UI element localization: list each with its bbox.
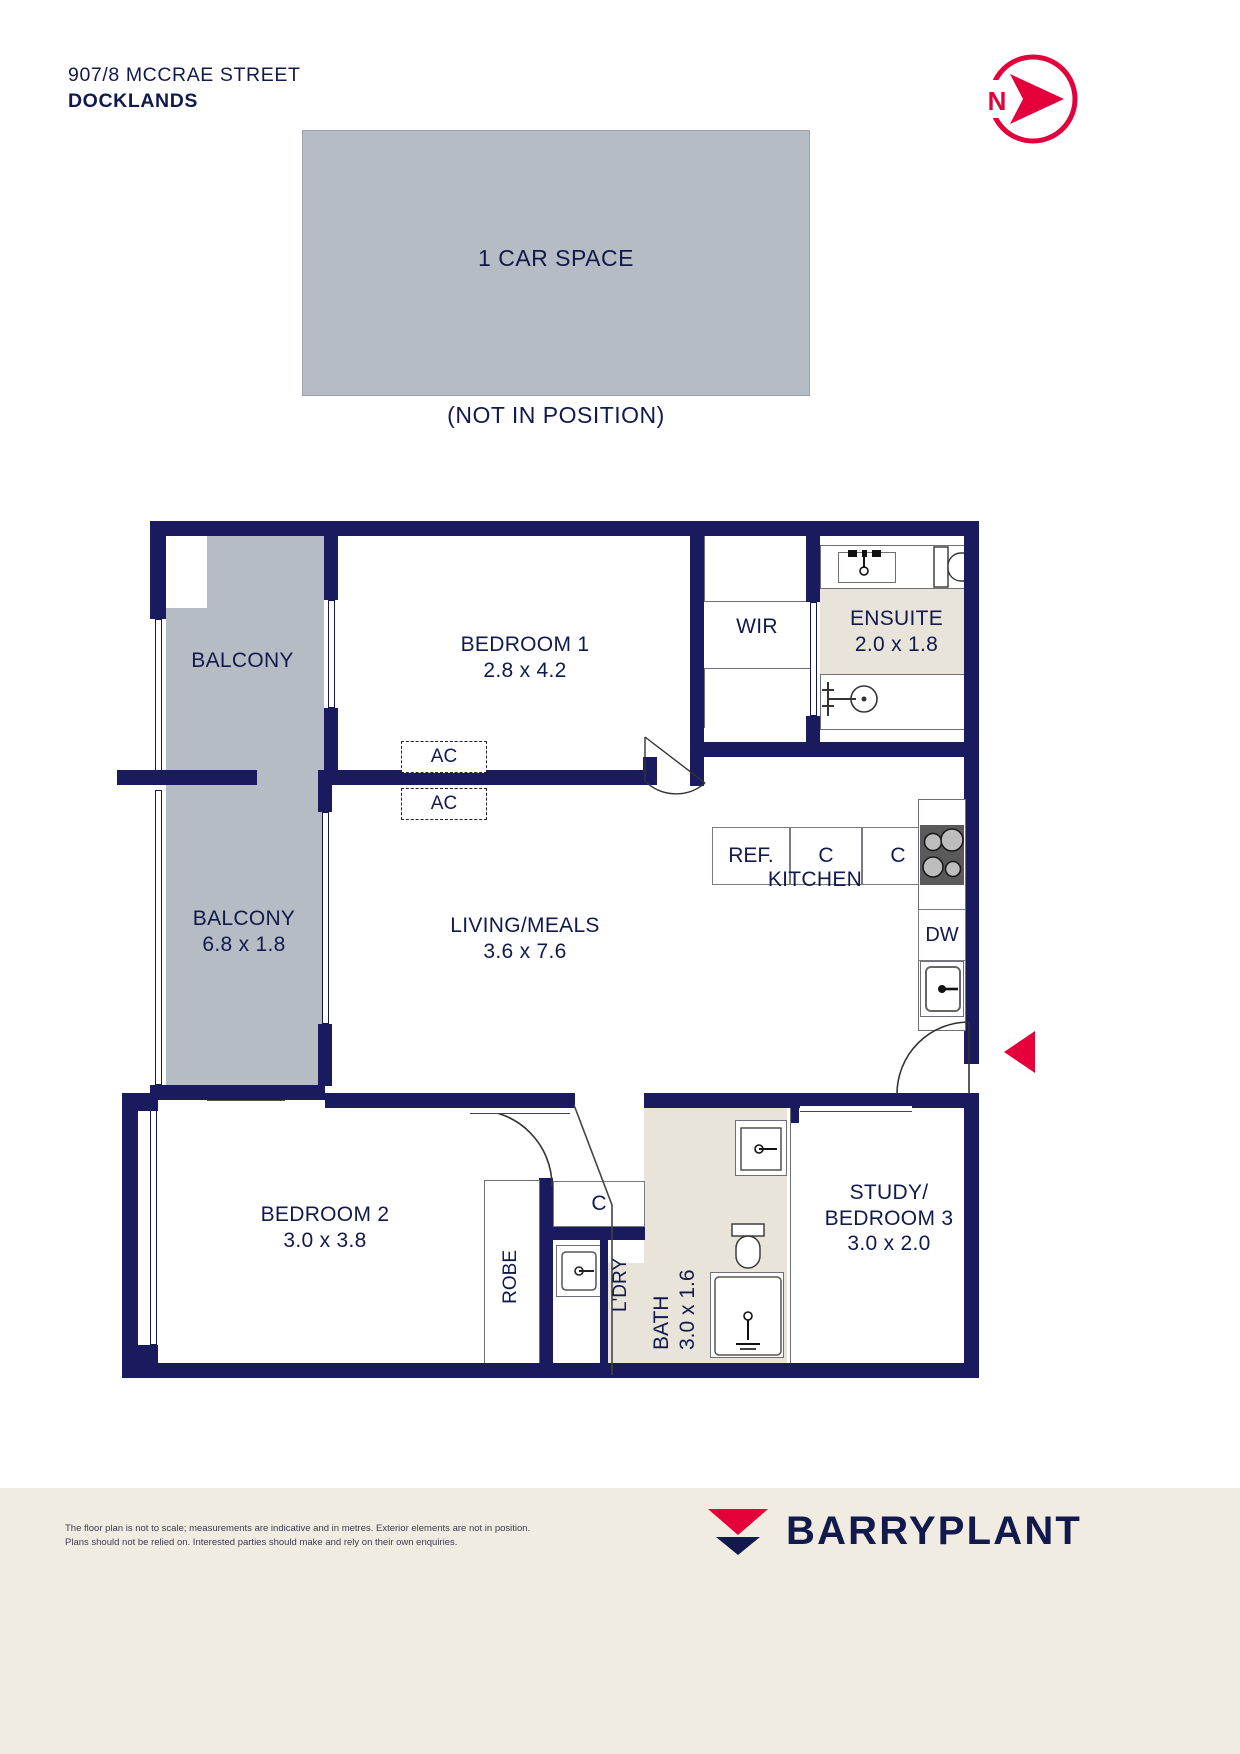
ac-unit-2: AC — [401, 788, 487, 820]
window-living-balcony — [322, 812, 329, 1024]
balcony-main-fill — [166, 778, 324, 1090]
cabinet-dishwasher: DW — [918, 909, 966, 961]
wall-exterior-left-lower — [122, 1093, 138, 1378]
wall-bedroom1-bottom — [318, 770, 643, 785]
wall-robe-right — [539, 1178, 553, 1363]
ac-unit-2-label: AC — [430, 793, 458, 814]
wall-living-balcony-bottom — [318, 1024, 332, 1086]
door-bedroom2-leaf[interactable] — [470, 1108, 570, 1114]
ensuite-basin — [838, 552, 896, 583]
compass-north-icon: N — [976, 44, 1086, 154]
wall-bedroom2-left-bot — [138, 1345, 158, 1363]
wall-balcony-divider — [117, 770, 257, 785]
cabinet-fridge: REF. — [712, 827, 790, 885]
cabinet-c2-label: C — [890, 844, 906, 867]
cabinet-c1-label: C — [818, 844, 834, 867]
cabinet-c1: C — [790, 827, 862, 885]
cabinet-c-label: C — [591, 1192, 607, 1215]
kitchen-sink-icon — [925, 966, 961, 1012]
wall-bedroom1-right — [690, 536, 704, 668]
wall-bedroom1-balcony — [324, 536, 338, 600]
car-space-label: 1 CAR SPACE — [478, 245, 634, 271]
ensuite-bath-tap-icon — [822, 682, 878, 716]
balcony-top-fill — [207, 533, 324, 778]
room-label-ensuite: ENSUITE 2.0 x 1.8 — [849, 607, 944, 656]
cooktop-icon — [920, 825, 964, 885]
robe-shelf — [484, 1180, 540, 1363]
bath-basin-icon — [740, 1127, 782, 1171]
entry-arrow-icon — [1004, 1031, 1035, 1073]
window-balcony-left-upper — [155, 619, 162, 774]
wall-exterior-left-upper — [150, 521, 166, 619]
room-label-balcony-main: BALCONY 6.8 x 1.8 — [192, 907, 296, 956]
door-bedroom1-swing[interactable] — [639, 735, 719, 795]
ac-unit-1: AC — [401, 741, 487, 773]
floor-plan: C REF. C C — [117, 521, 979, 1378]
dishwasher-label: DW — [925, 923, 959, 946]
fridge-label: REF. — [728, 844, 774, 867]
wall-under-cabinet-c — [553, 1227, 645, 1240]
wall-bedroom2-left-top — [138, 1093, 158, 1111]
bath-toilet-icon — [731, 1223, 765, 1269]
property-address-line: 907/8 MCCRAE STREET — [68, 64, 301, 86]
brand-name: BARRYPLANT — [786, 1508, 1083, 1553]
wall-living-bedroom2 — [325, 1093, 575, 1108]
room-label-bedroom1: BEDROOM 1 2.8 x 4.2 — [460, 633, 590, 682]
window-balcony-left-lower — [155, 790, 162, 1085]
wall-kitchen-top — [704, 742, 978, 757]
ensuite-tap-icon — [848, 550, 881, 576]
room-label-robe: ROBE — [500, 1250, 521, 1304]
wall-exterior-right — [964, 521, 979, 799]
wall-laundry-right — [600, 1240, 608, 1363]
wall-exterior-top — [150, 521, 978, 536]
balcony-top-fill-2 — [166, 608, 208, 778]
door-study-leaf[interactable] — [800, 1106, 912, 1112]
room-label-laundry: L'DRY — [610, 1258, 631, 1312]
room-label-study: STUDY/ BEDROOM 3 3.0 x 2.0 — [824, 1181, 954, 1256]
barryplant-mark-icon — [708, 1509, 768, 1555]
room-label-wir: WIR — [736, 615, 778, 638]
wall-exterior-bottom — [122, 1363, 979, 1378]
disclaimer-line-2: Plans should not be relied on. Intereste… — [65, 1537, 458, 1549]
wall-exterior-right-3 — [964, 1093, 979, 1378]
window-bedroom1 — [328, 600, 335, 708]
room-label-balcony-top: BALCONY — [191, 649, 294, 672]
room-label-bath: BATH 3.0 x 1.6 — [650, 1269, 699, 1350]
wall-bedroom1-balcony-lower — [324, 708, 338, 770]
wir-shelf-bottom — [704, 668, 810, 728]
window-bedroom2-left — [150, 1110, 157, 1345]
ac-unit-1-label: AC — [430, 746, 458, 767]
page-title: 907/8 MCCRAE STREET DOCKLANDS — [68, 64, 300, 113]
cabinet-bath-c: C — [553, 1181, 645, 1227]
ensuite-bath-tub — [820, 674, 973, 730]
room-label-bedroom2: BEDROOM 2 3.0 x 3.8 — [260, 1203, 390, 1252]
disclaimer-text: The floor plan is not to scale; measurem… — [65, 1522, 625, 1551]
footer-bar — [0, 1488, 1240, 1754]
wall-balcony-divider-2 — [150, 1085, 325, 1100]
door-ensuite-sliding[interactable] — [810, 602, 817, 716]
wall-living-kitchen-jog — [643, 757, 657, 785]
room-label-living: LIVING/MEALS 3.6 x 7.6 — [450, 914, 600, 963]
wall-ensuite-lower — [806, 716, 820, 742]
balcony-bottom-rail — [207, 1100, 285, 1106]
bath-shower-icon — [714, 1276, 782, 1356]
wall-wir-ensuite — [806, 536, 820, 602]
car-space-box — [302, 130, 810, 396]
laundry-tub-icon — [561, 1251, 597, 1291]
wir-shelf-top — [704, 536, 810, 602]
bath-wall-angled — [573, 1105, 613, 1375]
compass-north-label: N — [988, 86, 1007, 116]
door-bedroom2-swing[interactable] — [468, 1108, 568, 1198]
disclaimer-line-1: The floor plan is not to scale; measurem… — [65, 1523, 531, 1534]
brand-logo: BARRYPLANT — [706, 1505, 1082, 1557]
bath-study-partition — [787, 1108, 791, 1363]
wall-living-bath — [644, 1093, 979, 1108]
not-in-position-note: (NOT IN POSITION) — [447, 402, 665, 428]
door-entry-swing[interactable] — [895, 1020, 975, 1102]
wall-exterior-right-2 — [964, 799, 979, 1064]
property-suburb-line: DOCKLANDS — [68, 90, 198, 112]
wall-balcony-left — [150, 607, 166, 619]
room-label-kitchen: KITCHEN — [767, 868, 863, 891]
